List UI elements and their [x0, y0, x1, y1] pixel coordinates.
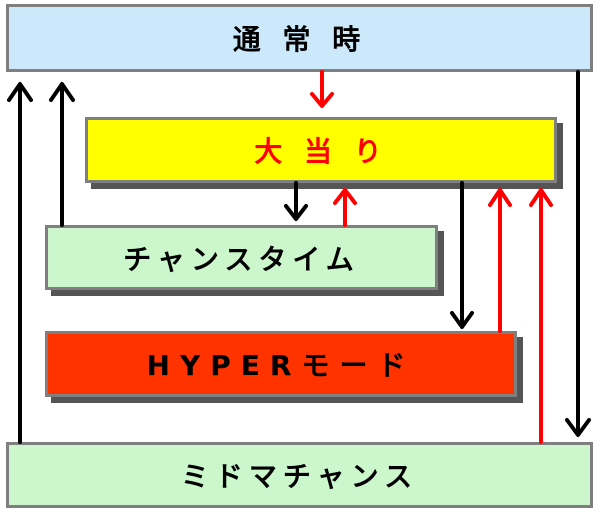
arrow-jackpot-to-hyper — [450, 181, 474, 329]
arrow-mid-to-jackpot — [529, 188, 553, 444]
arrow-mid-to-normal-left — [7, 82, 33, 444]
arrow-chance-to-jackpot — [333, 188, 357, 227]
state-chance-time: チャンスタイム — [45, 225, 438, 290]
state-hyper-mode: HYPERモード — [45, 331, 517, 397]
state-normal: 通 常 時 — [6, 4, 593, 72]
state-normal-label: 通 常 時 — [232, 23, 367, 56]
arrow-normal-to-mid — [565, 70, 591, 437]
state-jackpot-label: 大 当 り — [254, 135, 388, 168]
state-mid-chance: ミドマチャンス — [6, 442, 593, 508]
state-mid-chance-label: ミドマチャンス — [180, 460, 419, 493]
state-jackpot: 大 当 り — [85, 117, 557, 183]
arrow-hyper-to-jackpot — [488, 188, 512, 333]
state-hyper-mode-label: HYPERモード — [146, 349, 416, 382]
state-chance-time-label: チャンスタイム — [123, 242, 360, 276]
arrow-normal-to-jackpot — [310, 70, 334, 108]
arrow-jackpot-to-chance — [284, 181, 308, 221]
arrow-chance-to-normal — [49, 82, 75, 227]
